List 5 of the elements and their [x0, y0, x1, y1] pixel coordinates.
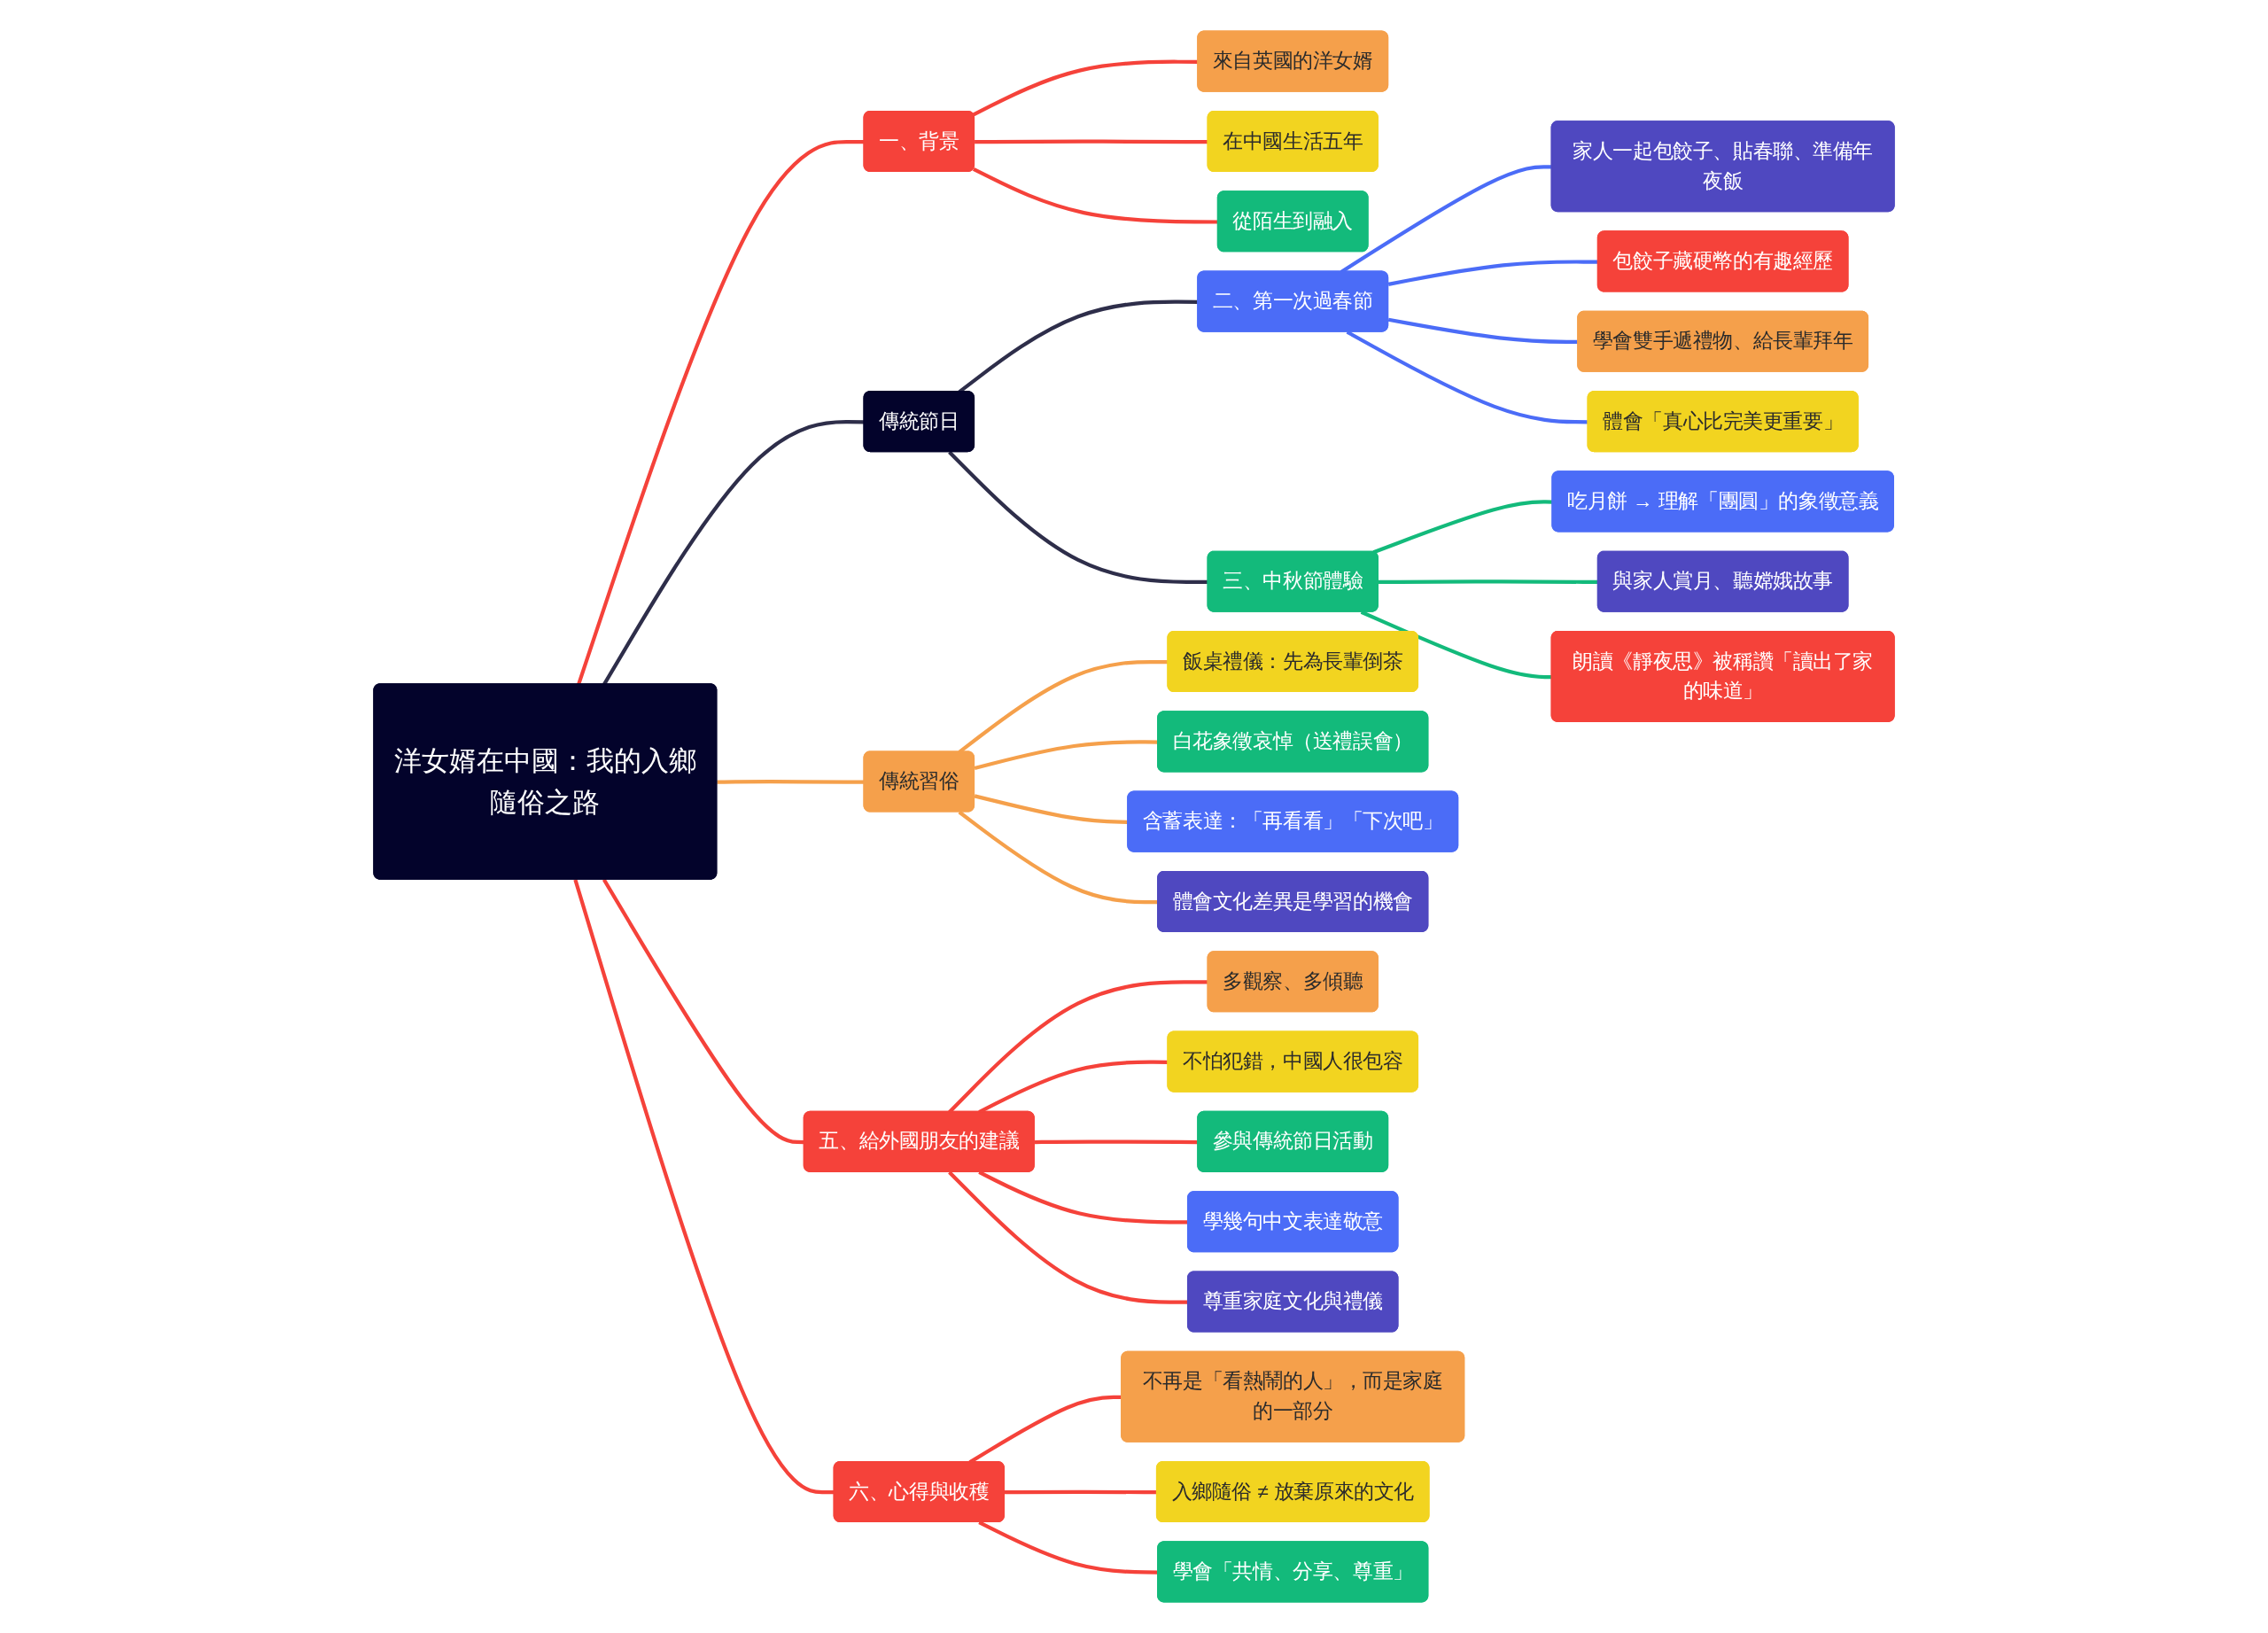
connector: [948, 450, 1208, 585]
connector: [975, 139, 1208, 144]
connector: [1372, 500, 1553, 555]
connector: [1346, 330, 1588, 424]
connector: [717, 780, 865, 784]
